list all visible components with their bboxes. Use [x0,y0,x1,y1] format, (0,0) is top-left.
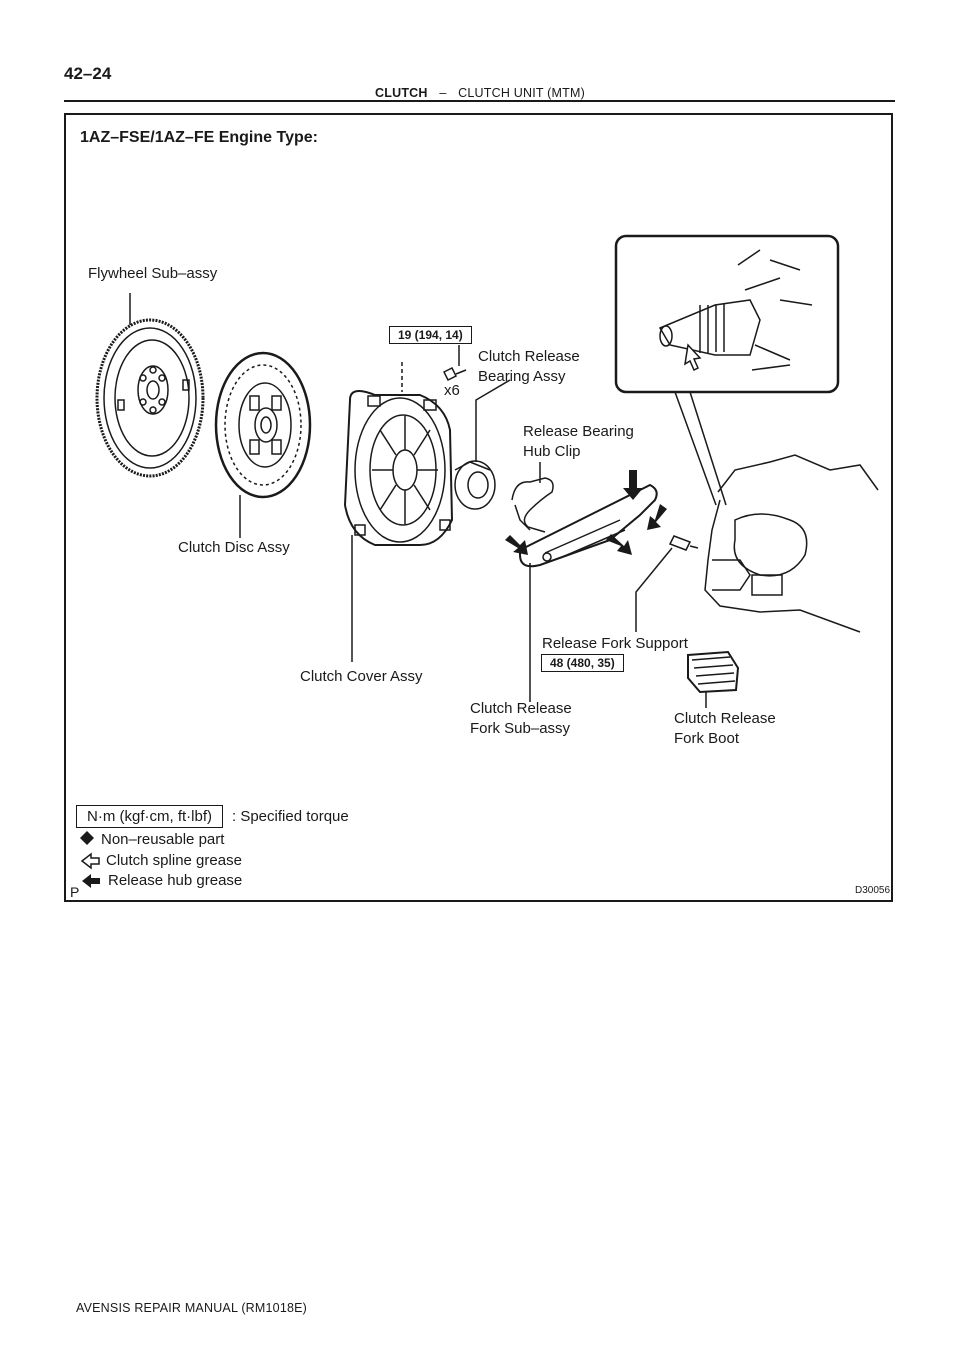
legend-unit-box: N·m (kgf·cm, ft·lbf) [76,805,223,828]
page-number: 42–24 [64,64,112,83]
label-fork-sub-line1: Clutch Release [470,700,572,717]
label-clutch-disc: Clutch Disc Assy [178,539,290,556]
clutch-disc-drawing [214,351,312,499]
legend-unit-desc: : Specified torque [232,808,349,825]
label-release-bearing: Clutch Release Bearing Assy [478,347,580,387]
label-flywheel: Flywheel Sub–assy [88,265,218,282]
bolt-count: x6 [444,382,460,399]
corner-mark: P [70,884,80,900]
label-release-bearing-line1: Clutch Release [478,348,580,365]
label-clutch-cover: Clutch Cover Assy [300,668,423,685]
release-bearing-leader [475,379,511,462]
fork-support-drawing [668,535,699,551]
release-bearing-drawing [454,460,496,510]
label-fork-sub: Clutch Release Fork Sub–assy [470,699,572,739]
legend-spline-grease: Clutch spline grease [106,852,242,869]
legend-non-reusable: Non–reusable part [101,831,225,848]
legend-hub-grease: Release hub grease [108,872,243,889]
header-separator: – [439,86,447,100]
label-fork-boot-line2: Fork Boot [674,730,740,747]
non-reusable-icon [80,831,94,845]
diagram-code: D30056 [855,885,891,896]
subsection-title: CLUTCH UNIT (MTM) [458,86,585,100]
label-fork-boot-line1: Clutch Release [674,710,776,727]
fork-boot-drawing [687,650,740,694]
release-fork-drawing [519,483,658,568]
label-release-bearing-line2: Bearing Assy [478,368,566,385]
spline-grease-icon [80,852,100,870]
hub-clip-drawing [511,477,554,533]
label-hub-clip-line2: Hub Clip [523,443,581,460]
section-header: CLUTCH – CLUTCH UNIT (MTM) [0,86,960,100]
label-hub-clip: Release Bearing Hub Clip [523,422,634,462]
torque-cover-bolt: 19 (194, 14) [389,326,472,344]
label-fork-sub-line2: Fork Sub–assy [470,720,571,737]
label-hub-clip-line1: Release Bearing [523,423,634,440]
figure-frame [64,113,893,902]
detail-callout-drawing [614,234,840,506]
header-rule [64,100,895,102]
transmission-drawing [704,454,879,633]
flywheel-drawing [95,318,205,478]
label-fork-support: Release Fork Support [542,635,688,652]
torque-fork-support: 48 (480, 35) [541,654,624,672]
label-fork-boot: Clutch Release Fork Boot [674,709,776,749]
hub-grease-arrows [505,470,667,555]
hub-grease-icon [82,874,100,888]
clutch-cover-drawing [343,390,454,546]
footer-manual: AVENSIS REPAIR MANUAL (RM1018E) [76,1301,308,1315]
section-title: CLUTCH [375,86,428,100]
engine-type-heading: 1AZ–FSE/1AZ–FE Engine Type: [80,129,318,146]
cover-bolt-drawing [442,345,467,382]
legend-icons [80,831,100,888]
fork-support-leader [635,547,673,632]
